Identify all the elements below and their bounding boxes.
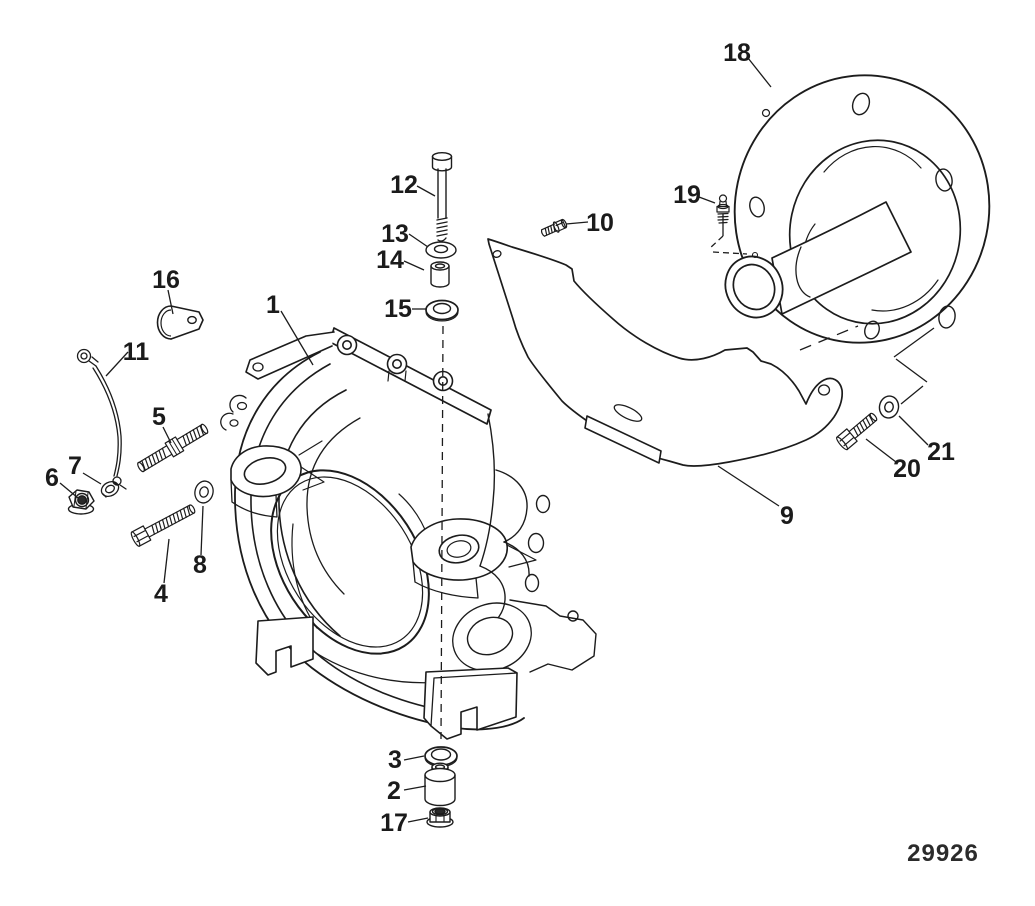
- callout-14-leader: [403, 260, 425, 271]
- callout-18-label: 18: [723, 39, 751, 67]
- housing-foot-left: [255, 616, 314, 676]
- callout-4-leader: [163, 538, 170, 584]
- part-flywheel-housing: [220, 327, 597, 740]
- callout-10-leader: [565, 221, 589, 225]
- callout-10-label: 10: [586, 209, 614, 237]
- callout-20-label: 20: [893, 455, 921, 483]
- callout-11-leader: [105, 351, 129, 377]
- fitting-alignment-dashes: [708, 235, 748, 255]
- part-spacer-14: [430, 261, 450, 288]
- callout-2-leader: [403, 785, 427, 791]
- part-washer-3: [424, 746, 458, 768]
- right-mount-pad: [410, 518, 537, 599]
- callout-21-label: 21: [927, 438, 955, 466]
- plate-stiffener-bar: [584, 415, 662, 464]
- callout-9-leader: [717, 465, 780, 507]
- callout-13-label: 13: [381, 220, 409, 248]
- callout-21-leader: [898, 415, 929, 446]
- callout-15-label: 15: [384, 295, 412, 323]
- callout-7-leader: [82, 472, 102, 485]
- callout-6-label: 6: [45, 464, 59, 492]
- callout-5-label: 5: [152, 403, 166, 431]
- part-cable-11: [76, 348, 127, 490]
- callout-12-label: 12: [390, 171, 418, 199]
- callout-1-leader: [280, 310, 314, 366]
- callout-9-label: 9: [780, 502, 794, 530]
- part-clamp-16: [156, 305, 204, 340]
- part-washer-8: [194, 480, 214, 504]
- flange-alignment-dashes: [893, 327, 935, 405]
- callout-19-leader: [698, 196, 716, 204]
- callout-13-leader: [408, 233, 429, 248]
- callout-3-leader: [403, 755, 425, 761]
- callout-8-label: 8: [193, 551, 207, 579]
- part-washer-13: [425, 241, 457, 259]
- callout-19-label: 19: [673, 181, 701, 209]
- callout-20-leader: [865, 438, 897, 463]
- callout-11-label: 11: [123, 338, 150, 366]
- callout-17-leader: [407, 817, 429, 823]
- center-lines: [440, 214, 935, 740]
- rail-bolt-bosses: [336, 334, 454, 392]
- callout-5-leader: [162, 426, 172, 444]
- part-bolt-4: [130, 504, 196, 547]
- grease-hole: [751, 251, 759, 259]
- part-bushing-2: [424, 762, 456, 807]
- callout-8-leader: [200, 505, 204, 556]
- callout-3-label: 3: [388, 746, 402, 774]
- callout-14-label: 14: [376, 246, 404, 274]
- part-washer-21: [878, 395, 900, 419]
- part-locknut-17: [426, 807, 454, 828]
- callout-6-leader: [59, 482, 79, 499]
- callout-16-label: 16: [152, 266, 180, 294]
- part-stud-5: [137, 423, 209, 473]
- left-mount-pad: [230, 440, 325, 518]
- part-bolt-20: [836, 412, 878, 451]
- callout-leaders: [59, 57, 929, 823]
- housing-foot-center: [423, 667, 518, 740]
- callout-16-leader: [167, 289, 174, 315]
- callout-labels: 1 2 3 4 5 6 7 8 9 10 11 12 13 14 15 16 1…: [45, 39, 955, 837]
- flange-shaft-tube: [771, 201, 912, 315]
- part-cover-plate: [487, 238, 844, 467]
- callout-4-label: 4: [154, 580, 168, 608]
- flange-hidden-edge: [799, 325, 859, 351]
- callout-12-leader: [416, 185, 436, 197]
- part-nut-6: [67, 489, 95, 515]
- part-bolt-12: [431, 151, 453, 242]
- part-screw-10: [540, 218, 568, 237]
- callout-17-label: 17: [380, 809, 408, 837]
- housing-left-tab: [245, 331, 335, 380]
- callout-7-label: 7: [68, 452, 82, 480]
- part-lockwasher-7: [100, 481, 120, 498]
- part-fitting-19: [716, 194, 730, 224]
- callout-2-label: 2: [387, 777, 401, 805]
- part-washer-15: [425, 299, 459, 322]
- part-output-flange: [724, 74, 991, 344]
- drawing-number: 29926: [907, 840, 979, 867]
- callout-18-leader: [747, 57, 772, 88]
- plate-slot: [613, 404, 643, 422]
- callout-1-label: 1: [266, 291, 280, 319]
